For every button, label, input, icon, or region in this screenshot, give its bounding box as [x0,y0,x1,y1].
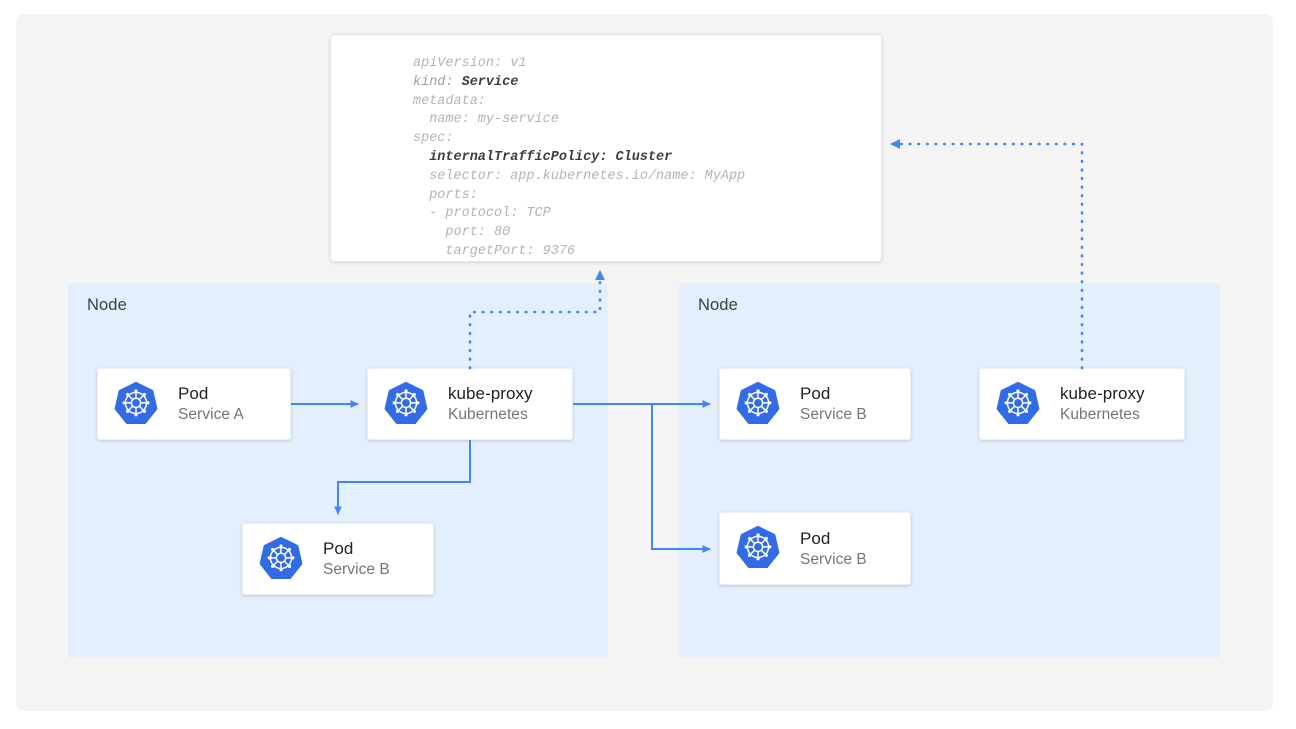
entity-subtitle: Service B [323,560,390,580]
kubernetes-logo-icon [259,535,303,584]
entity-title: Pod [800,528,867,549]
kubernetes-logo-icon [736,524,780,573]
entity-subtitle: Kubernetes [1060,405,1145,425]
entity-text: Pod Service A [178,383,244,425]
kubernetes-logo-icon [114,380,158,429]
pod-service-a-box[interactable]: Pod Service A [97,368,291,440]
service-manifest-code: apiVersion: v1kind: Servicemetadata: nam… [413,55,745,262]
kube-proxy-left-box[interactable]: kube-proxy Kubernetes [367,368,573,440]
entity-text: kube-proxy Kubernetes [448,383,533,425]
entity-text: kube-proxy Kubernetes [1060,383,1145,425]
diagram-canvas: apiVersion: v1kind: Servicemetadata: nam… [16,14,1273,711]
node-label-left: Node [87,296,127,315]
kubernetes-logo-icon [736,380,780,429]
entity-title: Pod [800,383,867,404]
entity-subtitle: Service B [800,550,867,570]
entity-title: kube-proxy [448,383,533,404]
kubernetes-logo-icon [384,380,428,429]
yaml-line: selector: app.kubernetes.io/name: MyApp [413,168,745,187]
entity-title: kube-proxy [1060,383,1145,404]
yaml-line: internalTrafficPolicy: Cluster [413,149,745,168]
entity-text: Pod Service B [800,383,867,425]
node-container-left: Node [68,283,608,658]
yaml-line: spec: [413,130,745,149]
yaml-line: port: 80 [413,224,745,243]
yaml-line: - protocol: TCP [413,205,745,224]
yaml-line: apiVersion: v1 [413,55,745,74]
yaml-line: kind: Service [413,74,745,93]
entity-title: Pod [323,538,390,559]
kube-proxy-right-box[interactable]: kube-proxy Kubernetes [979,368,1185,440]
entity-subtitle: Service B [800,405,867,425]
entity-text: Pod Service B [800,528,867,570]
yaml-line: name: my-service [413,111,745,130]
node-label-right: Node [698,296,738,315]
entity-text: Pod Service B [323,538,390,580]
yaml-line: metadata: [413,93,745,112]
yaml-line: targetPort: 9376 [413,243,745,262]
entity-subtitle: Kubernetes [448,405,533,425]
yaml-line: ports: [413,187,745,206]
entity-title: Pod [178,383,244,404]
service-manifest-card: apiVersion: v1kind: Servicemetadata: nam… [330,34,882,262]
pod-service-b-local-box[interactable]: Pod Service B [242,523,434,595]
pod-service-b-remote-1-box[interactable]: Pod Service B [719,368,911,440]
node-container-right: Node [679,283,1220,658]
entity-subtitle: Service A [178,405,244,425]
kubernetes-logo-icon [996,380,1040,429]
pod-service-b-remote-2-box[interactable]: Pod Service B [719,512,911,585]
